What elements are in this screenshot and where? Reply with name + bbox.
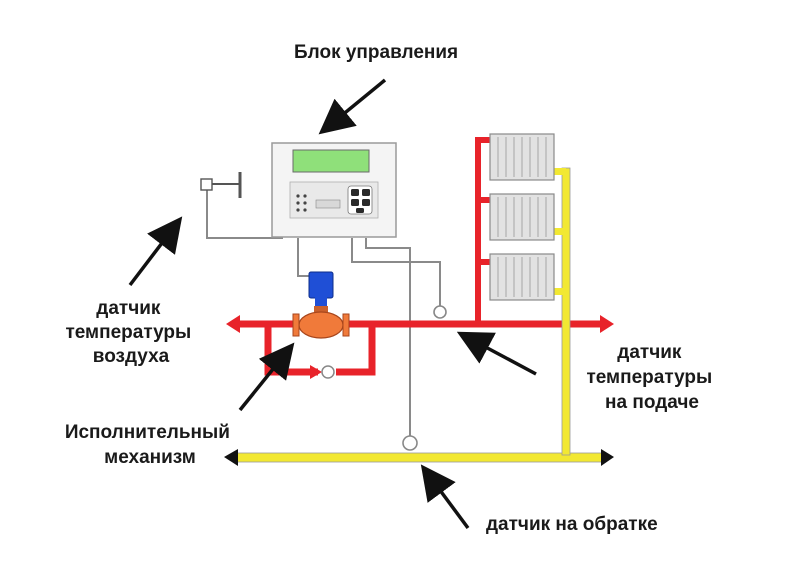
control-unit-indicator bbox=[315, 199, 341, 209]
return-sensor-wire bbox=[365, 238, 411, 438]
radiator-return-branch-3 bbox=[552, 288, 566, 295]
supply-sensor-label: датчик температуры на подаче bbox=[586, 342, 717, 413]
radiator-return-branch-2 bbox=[552, 228, 566, 235]
radiator-supply-riser bbox=[475, 137, 490, 324]
actuator-wire bbox=[297, 238, 322, 277]
supply-sensor-icon bbox=[433, 305, 447, 319]
air-sensor-wire bbox=[206, 190, 283, 239]
air-sensor-label: датчик температуры воздуха bbox=[65, 298, 196, 367]
radiator-icon bbox=[489, 193, 555, 241]
valve-bonnet bbox=[314, 306, 328, 312]
supply-left-arrow-icon bbox=[226, 315, 240, 333]
valve-flange-left bbox=[292, 313, 300, 337]
return-sensor-icon bbox=[402, 435, 418, 451]
control-unit bbox=[271, 142, 397, 238]
control-unit-led-group bbox=[296, 194, 307, 212]
actuator-valve bbox=[292, 271, 350, 339]
valve-flange-right bbox=[342, 313, 350, 337]
signal-wires bbox=[206, 190, 441, 438]
control-unit-arrow-icon bbox=[318, 78, 387, 135]
radiators bbox=[489, 133, 555, 301]
pointer-arrows bbox=[128, 78, 537, 530]
radiator-icon bbox=[489, 253, 555, 301]
return-sensor-arrow-icon bbox=[420, 464, 470, 530]
supply-right-arrow-icon bbox=[600, 315, 614, 333]
bypass-loop-right bbox=[336, 324, 376, 376]
actuator-arrow-icon bbox=[238, 342, 295, 412]
bypass-check-valve-icon bbox=[321, 365, 335, 379]
air-sensor-arrow-icon bbox=[128, 216, 183, 287]
control-unit-display bbox=[292, 149, 370, 173]
return-right-arrow-icon bbox=[601, 449, 614, 466]
radiator-return-branch-1 bbox=[552, 168, 566, 175]
supply-sensor-arrow-icon bbox=[456, 331, 537, 376]
actuator-stem bbox=[315, 297, 327, 307]
return-left-arrow-icon bbox=[224, 449, 238, 466]
actuator-motor-icon bbox=[308, 271, 334, 299]
control-unit-keypad bbox=[347, 185, 373, 215]
actuator-label: Исполнительный механизм bbox=[65, 422, 235, 468]
return-sensor-label: датчик на обратке bbox=[486, 514, 658, 535]
supply-sensor-wire bbox=[351, 238, 441, 307]
return-main-line bbox=[235, 452, 605, 463]
control-unit-label: Блок управления bbox=[294, 42, 458, 63]
bypass-flow-arrow-icon bbox=[310, 365, 322, 379]
valve-body-icon bbox=[298, 311, 344, 339]
radiator-return-riser bbox=[561, 167, 571, 456]
radiator-icon bbox=[489, 133, 555, 181]
return-pipe bbox=[224, 167, 614, 466]
air-sensor-thermometer-icon bbox=[200, 172, 242, 198]
